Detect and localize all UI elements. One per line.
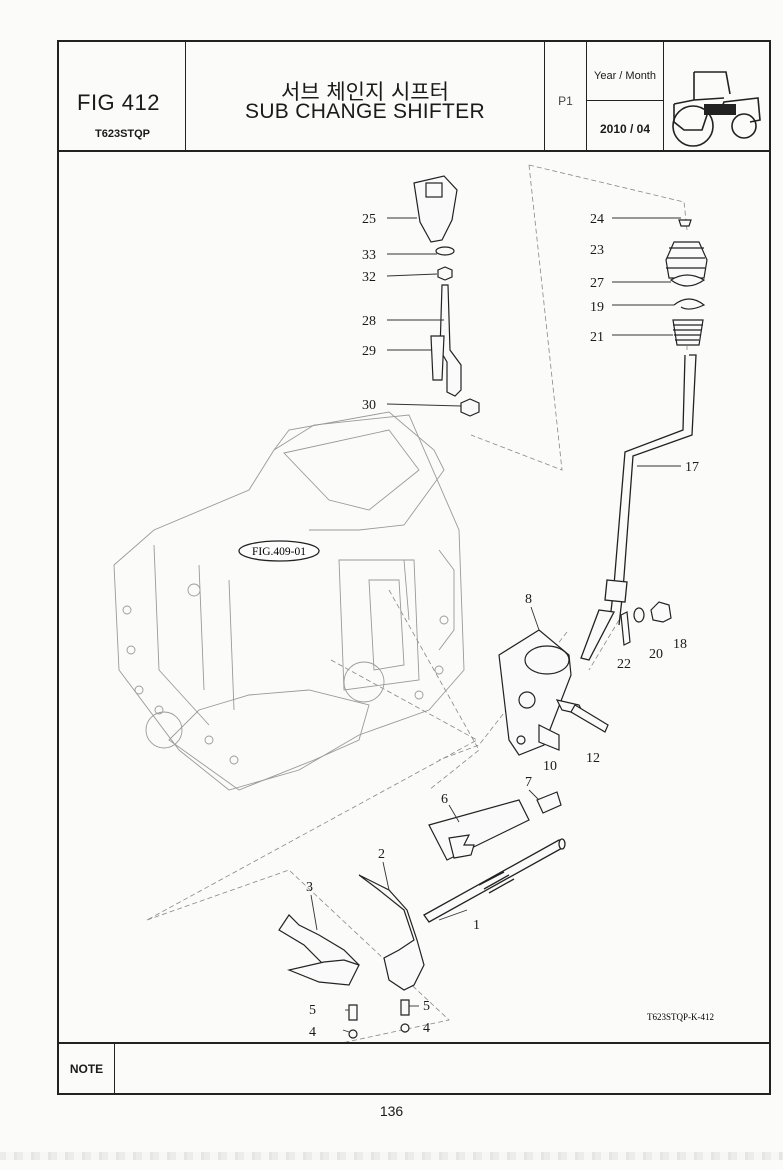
diagram-svg: FIG.409-01 — [113, 164, 714, 1051]
bolt-29 — [430, 335, 445, 381]
bolt-7 — [536, 791, 562, 814]
year-month-value: 2010 / 04 — [599, 122, 651, 136]
fig-number: FIG 412 — [77, 90, 160, 115]
snap-ring-19 — [673, 298, 706, 310]
bracket-hole-upper — [518, 691, 536, 709]
washer-20 — [633, 607, 645, 623]
shift-fork-2 — [358, 874, 425, 991]
drawing-code: T623STQP-K-412 — [647, 1012, 714, 1022]
reference-callout-oval — [238, 540, 320, 562]
label-6: 6 — [441, 792, 448, 807]
bracket-bore — [524, 645, 570, 675]
header-block: FIG 412 T623STQP 서브 체인지 시프터 SUB CHANGE S… — [59, 42, 769, 152]
nut-32 — [437, 266, 453, 281]
guide-line-case — [388, 589, 480, 791]
plate-cutout — [448, 834, 475, 859]
shift-rod-17 — [580, 354, 697, 661]
shift-shaft-1 — [423, 838, 566, 923]
spring-coils — [673, 324, 703, 341]
label-10: 10 — [543, 759, 557, 774]
date-cell: Year / Month 2010 / 04 — [587, 42, 664, 150]
guide-line-case-bottom — [146, 659, 478, 921]
label-1: 1 — [473, 918, 480, 933]
shift-knob — [413, 175, 458, 243]
label-4-right: 4 — [423, 1021, 430, 1036]
interlock-plate-6 — [428, 799, 530, 861]
title-cell: 서브 체인지 시프터 SUB CHANGE SHIFTER — [186, 42, 545, 150]
fork-3-base — [286, 959, 360, 986]
label-32: 32 — [362, 270, 376, 285]
icon-cell — [664, 42, 769, 150]
label-22: 22 — [617, 657, 631, 672]
label-4-left: 4 — [309, 1025, 316, 1040]
spring-5-right — [400, 999, 410, 1016]
page-number: 136 — [379, 1103, 404, 1119]
label-5-right: 5 — [423, 999, 430, 1014]
label-18: 18 — [673, 637, 687, 652]
label-24: 24 — [590, 212, 604, 227]
label-23: 23 — [590, 243, 604, 258]
guide-line-pin — [588, 619, 620, 671]
boot-23 — [665, 241, 708, 279]
transmission-case — [113, 411, 465, 791]
bracket-hole-lower — [516, 735, 526, 745]
label-19: 19 — [590, 300, 604, 315]
guide-line-bracket — [438, 631, 568, 761]
label-7: 7 — [525, 775, 532, 790]
note-label: NOTE — [59, 1044, 115, 1095]
knob-emblem — [425, 182, 443, 198]
label-25: 25 — [362, 212, 376, 227]
label-17: 17 — [685, 460, 699, 475]
spring-21 — [672, 319, 704, 346]
label-20: 20 — [649, 647, 663, 662]
parts-sheet: FIG 412 T623STQP 서브 체인지 시프터 SUB CHANGE S… — [57, 40, 771, 1095]
reference-callout: FIG.409-01 — [252, 546, 306, 558]
label-3: 3 — [306, 880, 313, 895]
label-30: 30 — [362, 398, 376, 413]
model-code: T623STQP — [95, 128, 151, 140]
scan-artifact-strip — [0, 1152, 783, 1160]
label-33: 33 — [362, 248, 376, 263]
year-month-label: Year / Month — [594, 70, 656, 82]
bolt-10 — [538, 724, 560, 751]
label-5-left: 5 — [309, 1003, 316, 1018]
ball-4-right — [400, 1023, 410, 1033]
title-korean: 서브 체인지 시프터 — [281, 80, 449, 104]
label-27: 27 — [590, 276, 604, 291]
label-29: 29 — [362, 344, 376, 359]
label-21: 21 — [590, 330, 604, 345]
tractor-icon — [672, 71, 761, 147]
fig-cell: FIG 412 T623STQP — [59, 42, 186, 150]
page-cell: P1 — [545, 42, 587, 150]
leader-lines — [310, 217, 681, 1033]
ball-4-left — [348, 1029, 358, 1039]
boot-ribs — [666, 247, 705, 269]
bolt-12 — [570, 704, 609, 733]
spring-5-left — [348, 1004, 358, 1021]
washer-33 — [435, 246, 455, 256]
title-english: SUB CHANGE SHIFTER — [245, 100, 485, 123]
nut-30 — [460, 398, 480, 417]
exploded-parts-diagram: FIG.409-01 — [59, 150, 769, 1051]
guide-line-top — [528, 164, 688, 231]
label-28: 28 — [362, 314, 376, 329]
note-row: NOTE — [59, 1042, 769, 1095]
date-divider — [587, 100, 663, 101]
bolt-18 — [650, 601, 672, 623]
guide-line-forks — [146, 869, 450, 1051]
page-indicator: P1 — [558, 94, 573, 108]
label-8: 8 — [525, 592, 532, 607]
label-2: 2 — [378, 847, 385, 862]
clip-24 — [678, 219, 692, 227]
label-12: 12 — [586, 751, 600, 766]
clip-27 — [669, 274, 706, 287]
guide-line-lever — [470, 164, 563, 471]
pin-22 — [620, 611, 631, 646]
